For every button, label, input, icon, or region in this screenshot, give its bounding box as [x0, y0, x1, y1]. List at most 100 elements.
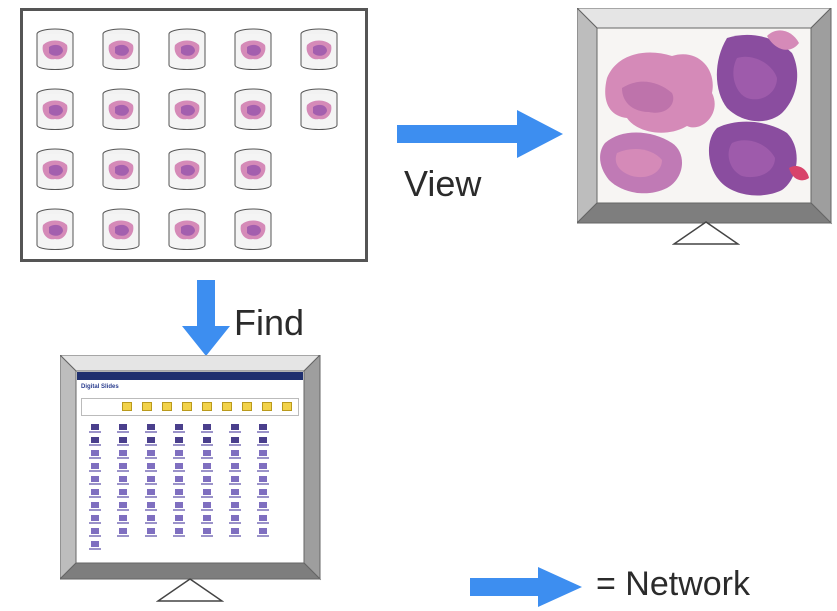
- slide-thumbnail[interactable]: [117, 463, 129, 472]
- monitor-icon: [575, 6, 833, 225]
- slide-thumbnail[interactable]: [229, 463, 241, 472]
- slide-thumbnail[interactable]: [257, 489, 269, 498]
- slide-jar-icon: [36, 88, 74, 130]
- arrow-down-icon: [182, 280, 230, 356]
- slide-thumbnail[interactable]: [229, 515, 241, 524]
- slide-thumbnail[interactable]: [145, 476, 157, 485]
- slide-thumbnail[interactable]: [173, 463, 185, 472]
- slide-jar-icon: [234, 28, 272, 70]
- monitor-stand-icon: [156, 578, 224, 602]
- slide-thumbnail[interactable]: [201, 437, 213, 446]
- slide-thumbnail[interactable]: [173, 489, 185, 498]
- slide-thumbnail[interactable]: [117, 450, 129, 459]
- slide-jar-icon: [234, 88, 272, 130]
- slide-thumbnail[interactable]: [89, 489, 101, 498]
- slide-jar-icon: [102, 28, 140, 70]
- slide-thumbnail[interactable]: [257, 502, 269, 511]
- slide-thumbnail[interactable]: [257, 515, 269, 524]
- browser-monitor: Digital Slides: [58, 353, 322, 605]
- slide-thumbnail[interactable]: [89, 424, 101, 433]
- slide-thumbnail[interactable]: [201, 515, 213, 524]
- slide-thumbnail[interactable]: [89, 437, 101, 446]
- slide-thumbnail[interactable]: [257, 450, 269, 459]
- slide-thumbnail[interactable]: [229, 489, 241, 498]
- slide-thumbnail[interactable]: [201, 489, 213, 498]
- folder-icon: [202, 402, 212, 411]
- site-header: [77, 372, 303, 380]
- network-legend-label: = Network: [596, 565, 750, 603]
- slide-jar-icon: [234, 208, 272, 250]
- thumbnail-grid: [89, 424, 291, 554]
- slide-thumbnail[interactable]: [117, 476, 129, 485]
- slide-jar-icon: [102, 148, 140, 190]
- slide-thumbnail[interactable]: [89, 502, 101, 511]
- slide-jar-icon: [300, 28, 338, 70]
- slide-thumbnail[interactable]: [145, 463, 157, 472]
- slide-jar-grid: [20, 8, 368, 262]
- slide-thumbnail[interactable]: [89, 463, 101, 472]
- slide-thumbnail[interactable]: [117, 424, 129, 433]
- slide-jar-icon: [36, 28, 74, 70]
- slide-thumbnail[interactable]: [229, 528, 241, 537]
- slide-catalog-webpage: Digital Slides: [77, 372, 303, 562]
- slide-thumbnail[interactable]: [229, 476, 241, 485]
- slide-thumbnail[interactable]: [145, 489, 157, 498]
- slide-thumbnail[interactable]: [173, 437, 185, 446]
- slide-thumbnail[interactable]: [229, 424, 241, 433]
- slide-jar-icon: [168, 208, 206, 250]
- slide-thumbnail[interactable]: [201, 476, 213, 485]
- slide-thumbnail[interactable]: [89, 541, 101, 550]
- arrow-right-icon: [470, 567, 582, 607]
- viewer-monitor: [575, 6, 833, 246]
- slide-thumbnail[interactable]: [173, 528, 185, 537]
- slide-thumbnail[interactable]: [117, 502, 129, 511]
- tissue-slide-image: [600, 30, 809, 196]
- slide-jar-icon: [168, 88, 206, 130]
- slide-thumbnail[interactable]: [117, 515, 129, 524]
- slide-thumbnail[interactable]: [201, 502, 213, 511]
- slide-thumbnail[interactable]: [89, 528, 101, 537]
- slide-jar-icon: [168, 148, 206, 190]
- slide-jar-icon: [36, 148, 74, 190]
- slide-thumbnail[interactable]: [173, 476, 185, 485]
- find-label: Find: [234, 302, 305, 343]
- slide-thumbnail[interactable]: [229, 437, 241, 446]
- slide-thumbnail[interactable]: [201, 528, 213, 537]
- slide-thumbnail[interactable]: [173, 424, 185, 433]
- slide-thumbnail[interactable]: [89, 515, 101, 524]
- slide-thumbnail[interactable]: [201, 450, 213, 459]
- slide-jar-icon: [234, 148, 272, 190]
- slide-thumbnail[interactable]: [145, 502, 157, 511]
- folder-icon: [162, 402, 172, 411]
- slide-thumbnail[interactable]: [173, 450, 185, 459]
- slide-thumbnail[interactable]: [145, 528, 157, 537]
- slide-thumbnail[interactable]: [117, 437, 129, 446]
- slide-thumbnail[interactable]: [89, 450, 101, 459]
- monitor-stand-icon: [672, 221, 740, 245]
- slide-thumbnail[interactable]: [145, 424, 157, 433]
- slide-thumbnail[interactable]: [257, 424, 269, 433]
- view-label: View: [404, 163, 482, 204]
- slide-thumbnail[interactable]: [201, 424, 213, 433]
- slide-thumbnail[interactable]: [229, 502, 241, 511]
- slide-thumbnail[interactable]: [145, 437, 157, 446]
- arrow-right-icon: [397, 110, 563, 158]
- slide-thumbnail[interactable]: [145, 450, 157, 459]
- folder-bar: [81, 398, 299, 416]
- slide-thumbnail[interactable]: [257, 463, 269, 472]
- folder-icon: [122, 402, 132, 411]
- folder-icon: [182, 402, 192, 411]
- slide-thumbnail[interactable]: [257, 528, 269, 537]
- slide-thumbnail[interactable]: [173, 515, 185, 524]
- slide-jar-icon: [36, 208, 74, 250]
- slide-thumbnail[interactable]: [117, 528, 129, 537]
- slide-thumbnail[interactable]: [89, 476, 101, 485]
- slide-thumbnail[interactable]: [201, 463, 213, 472]
- slide-thumbnail[interactable]: [257, 476, 269, 485]
- slide-thumbnail[interactable]: [117, 489, 129, 498]
- folder-icon: [142, 402, 152, 411]
- slide-thumbnail[interactable]: [257, 437, 269, 446]
- slide-thumbnail[interactable]: [173, 502, 185, 511]
- slide-thumbnail[interactable]: [229, 450, 241, 459]
- slide-thumbnail[interactable]: [145, 515, 157, 524]
